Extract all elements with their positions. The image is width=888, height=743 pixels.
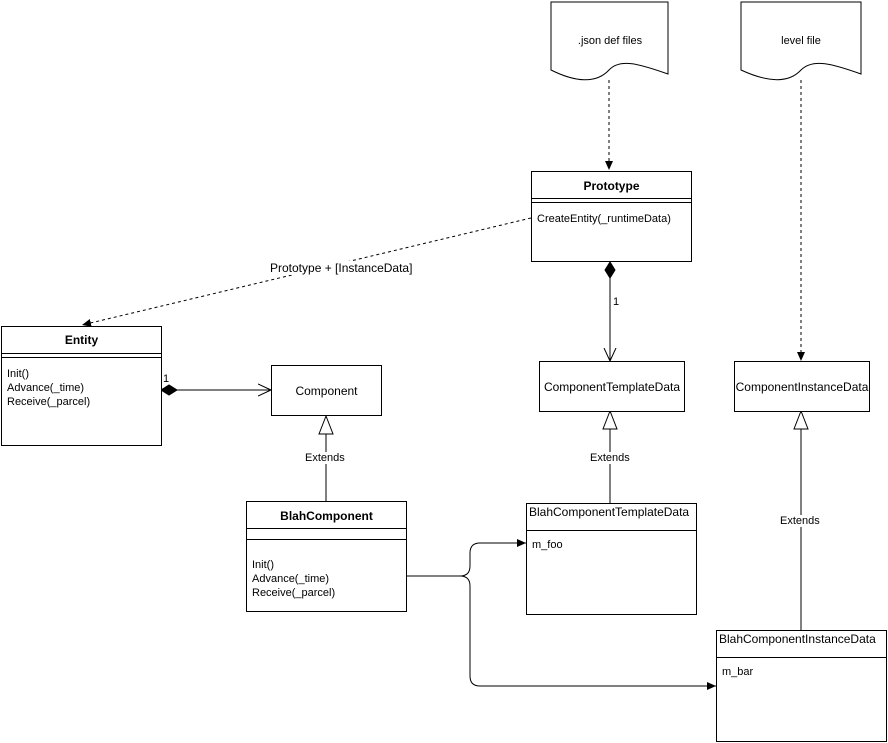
prototype-template-multiplicity-label: 1 (613, 296, 620, 308)
blah-component-template-data-name: BlahComponentTemplateData (529, 505, 690, 519)
entity-component-multiplicity-label: 1 (163, 373, 170, 385)
component-generalization-arrow (318, 414, 334, 435)
instance-generalization-arrow (793, 409, 809, 430)
extends-component-label: Extends (305, 452, 345, 464)
component-template-data-class[interactable]: ComponentTemplateData (539, 361, 685, 412)
component-class[interactable]: Component (271, 365, 382, 416)
component-instance-data-class[interactable]: ComponentInstanceData (734, 361, 870, 412)
blah-component-instance-data-fields: m_bar (722, 665, 753, 679)
operation: CreateEntity(_runtimeData) (537, 213, 671, 225)
blah-component-class-name: BlahComponent (280, 509, 373, 523)
entity-class-name: Entity (64, 333, 99, 347)
entity-composition-diamond (160, 384, 178, 396)
operation: Receive(_parcel) (252, 587, 336, 599)
component-class-name: Component (295, 383, 358, 398)
operation: Advance(_time) (7, 382, 85, 394)
json-def-files-label: .json def files (577, 35, 643, 47)
blah-to-instance-data-edge (406, 575, 716, 690)
blah-component-template-data-fields: m_foo (532, 538, 563, 552)
entity-operations: Init() Advance(_time) Receive(_parcel) (7, 367, 90, 409)
prototype-class[interactable]: Prototype CreateEntity(_runtimeData) (531, 171, 692, 262)
blah-component-operations: Init() Advance(_time) Receive(_parcel) (252, 558, 335, 600)
blah-component-class[interactable]: BlahComponent Init() Advance(_time) Rece… (246, 501, 407, 612)
operation: Advance(_time) (252, 573, 330, 585)
extends-template-label: Extends (590, 452, 630, 464)
level-file-label: level file (781, 35, 821, 47)
operation: Init() (7, 368, 29, 380)
field: m_bar (722, 666, 754, 678)
level-file-document (740, 1, 862, 81)
blah-to-template-data-edge (406, 539, 526, 577)
prototype-composition-diamond (604, 261, 616, 279)
entity-class[interactable]: Entity Init() Advance(_time) Receive(_pa… (1, 326, 162, 446)
component-template-data-name: ComponentTemplateData (543, 379, 681, 394)
field: m_foo (532, 539, 563, 551)
extends-instance-label: Extends (780, 515, 820, 527)
blah-component-template-data-class[interactable]: BlahComponentTemplateData m_foo (526, 503, 697, 615)
template-generalization-arrow (602, 409, 618, 430)
json-def-files-document (550, 1, 669, 81)
blah-component-instance-data-name: BlahComponentInstanceData (719, 632, 876, 646)
operation: Init() (252, 559, 274, 571)
prototype-operations: CreateEntity(_runtimeData) (537, 212, 671, 226)
blah-component-instance-data-class[interactable]: BlahComponentInstanceData m_bar (716, 630, 887, 742)
operation: Receive(_parcel) (7, 396, 91, 408)
prototype-to-entity-label: Prototype + [InstanceData] (270, 261, 413, 275)
component-instance-data-name: ComponentInstanceData (735, 379, 869, 394)
prototype-class-name: Prototype (583, 179, 640, 193)
